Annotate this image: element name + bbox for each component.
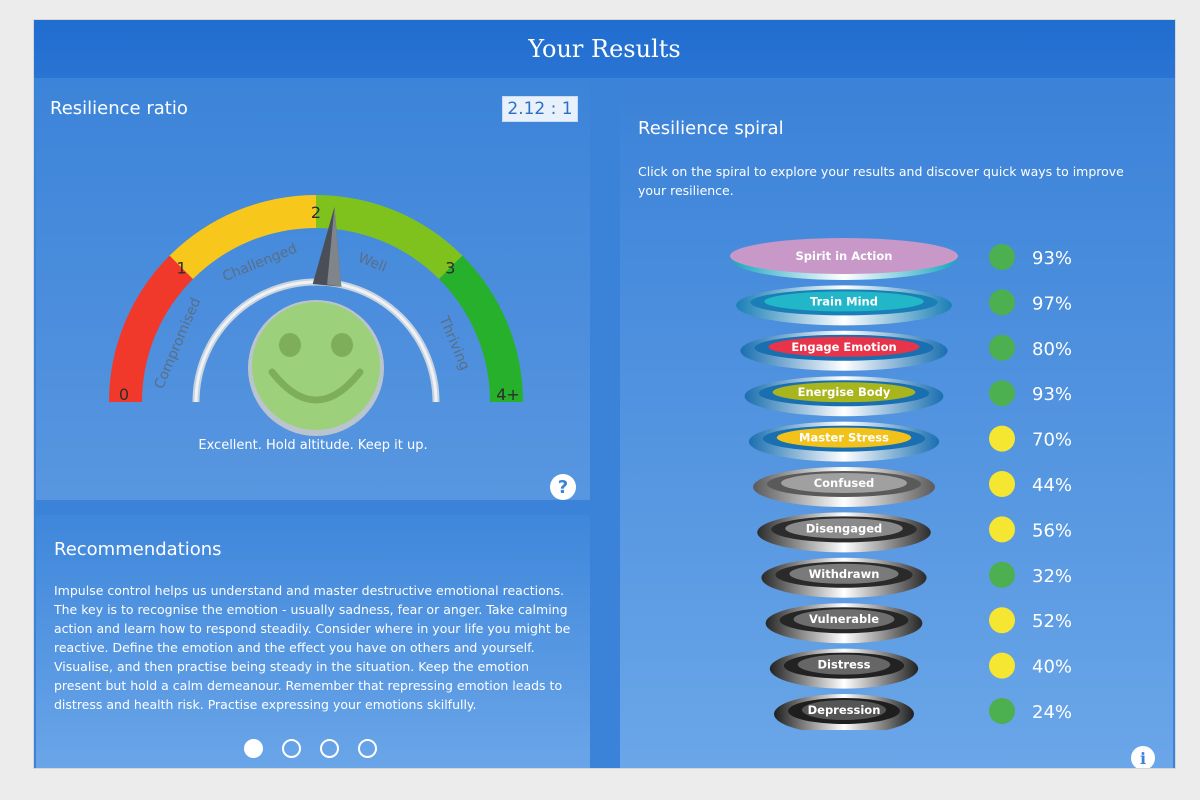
spiral-pill: [776, 427, 912, 448]
gauge-zone-label: Thriving: [435, 313, 472, 373]
gauge-tick-label: 1: [177, 259, 187, 278]
spiral-description: Click on the spiral to explore your resu…: [638, 164, 1124, 198]
gauge-segment-1: [169, 195, 316, 279]
spiral-pill: [785, 518, 903, 539]
spiral-pill: [768, 336, 920, 357]
spiral-level-label: Confused: [814, 476, 875, 490]
level-percent: 56%: [1032, 520, 1072, 541]
spiral-level[interactable]: Vulnerable: [765, 603, 923, 644]
smiley-face-icon: [252, 302, 380, 430]
spiral-pill: [789, 563, 899, 584]
spiral-pill: [781, 473, 907, 493]
level-percent: 40%: [1032, 657, 1072, 678]
spiral-level-label: Withdrawn: [809, 567, 880, 581]
spiral-pill: [764, 291, 924, 312]
spiral-level-label: Vulnerable: [809, 612, 879, 626]
gauge-tick-label: 3: [445, 259, 455, 278]
level-percent: 97%: [1032, 293, 1072, 314]
spiral-level[interactable]: Train Mind: [736, 285, 952, 326]
status-dot: [989, 334, 1015, 361]
spiral-level-label: Engage Emotion: [791, 340, 896, 354]
gauge-segment-2: [316, 195, 463, 279]
ratio-value: 2.12 : 1: [502, 96, 578, 122]
recommendations-panel: Recommendations Impulse control helps us…: [36, 515, 590, 768]
gauge-zone-label: Well: [356, 250, 389, 276]
spiral-level-label: Energise Body: [798, 385, 891, 399]
status-dot: [989, 425, 1015, 452]
gauge-tick-label: 2: [311, 203, 321, 222]
resilience-spiral[interactable]: Spirit in Action 93% Train Mind 97% Engage E…: [730, 230, 1090, 730]
status-dot: [989, 516, 1015, 543]
status-dot: [989, 561, 1015, 588]
face-smile: [268, 368, 364, 404]
pagination-dots: [244, 739, 377, 758]
pagination-dot-3[interactable]: [320, 739, 339, 758]
status-dot: [989, 652, 1015, 679]
status-dot: [989, 607, 1015, 634]
status-message: Excellent. Hold altitude. Keep it up.: [198, 438, 428, 453]
status-dot: [989, 471, 1015, 497]
spiral-pill: [772, 382, 916, 403]
recommendation-text: Impulse control helps us understand and …: [54, 583, 571, 712]
spiral-level[interactable]: Energise Body: [744, 376, 944, 417]
spiral-level-label: Train Mind: [810, 294, 878, 308]
pagination-dot-4[interactable]: [358, 739, 377, 758]
spiral-level-label: Distress: [818, 658, 871, 672]
gauge-tick-label: 0: [119, 385, 129, 404]
level-percent: 32%: [1032, 566, 1072, 587]
spiral-level[interactable]: Engage Emotion: [740, 330, 948, 371]
pagination-dot-1[interactable]: [244, 739, 263, 758]
spiral-level[interactable]: Confused: [753, 467, 935, 507]
spiral-level-label: Disengaged: [806, 521, 883, 535]
spiral-level-label: Depression: [808, 703, 881, 717]
pagination-dot-2[interactable]: [282, 739, 301, 758]
help-icon[interactable]: ?: [550, 474, 576, 500]
face-right-eye: [331, 333, 353, 357]
gauge-segment-0: [109, 255, 193, 402]
status-dot: [989, 244, 1015, 270]
status-dot: [989, 289, 1015, 316]
spiral-pill: [802, 700, 886, 720]
level-percent: 24%: [1032, 702, 1072, 723]
results-window: Your Results Resilience ratio 2.12 : 1 0…: [34, 20, 1175, 768]
spiral-level[interactable]: Disengaged: [757, 512, 931, 553]
level-percent: 52%: [1032, 611, 1072, 632]
status-dot: [989, 698, 1015, 724]
status-dot: [989, 380, 1015, 407]
spiral-pill: [793, 609, 895, 630]
gauge-segment-3: [439, 255, 523, 402]
spiral-level[interactable]: Depression: [774, 694, 914, 730]
spiral-level[interactable]: Distress: [769, 648, 919, 689]
resilience-spiral-panel: Resilience spiral Click on the spiral to…: [620, 80, 1173, 768]
level-percent: 93%: [1032, 248, 1072, 269]
spiral-level-label: Spirit in Action: [796, 249, 893, 263]
spiral-level[interactable]: Withdrawn: [761, 557, 927, 598]
spiral-level[interactable]: Spirit in Action: [730, 238, 958, 280]
spiral-level[interactable]: Master Stress: [748, 421, 940, 462]
gauge-needle-shade: [327, 206, 342, 287]
level-percent: 70%: [1032, 430, 1072, 451]
resilience-ratio-title: Resilience ratio: [50, 98, 188, 119]
spiral-level-label: Master Stress: [799, 431, 889, 445]
info-icon[interactable]: i: [1131, 746, 1155, 768]
level-percent: 44%: [1032, 475, 1072, 496]
title-bar: Your Results: [34, 20, 1175, 78]
spiral-pill: [797, 654, 891, 675]
level-percent: 80%: [1032, 339, 1072, 360]
recommendations-title: Recommendations: [54, 539, 222, 560]
page-title: Your Results: [528, 35, 681, 63]
level-percent: 93%: [1032, 384, 1072, 405]
spiral-pill: [730, 238, 958, 274]
gauge-tick-label: 4+: [496, 385, 520, 404]
face-left-eye: [279, 333, 301, 357]
resilience-spiral-title: Resilience spiral: [638, 118, 784, 139]
